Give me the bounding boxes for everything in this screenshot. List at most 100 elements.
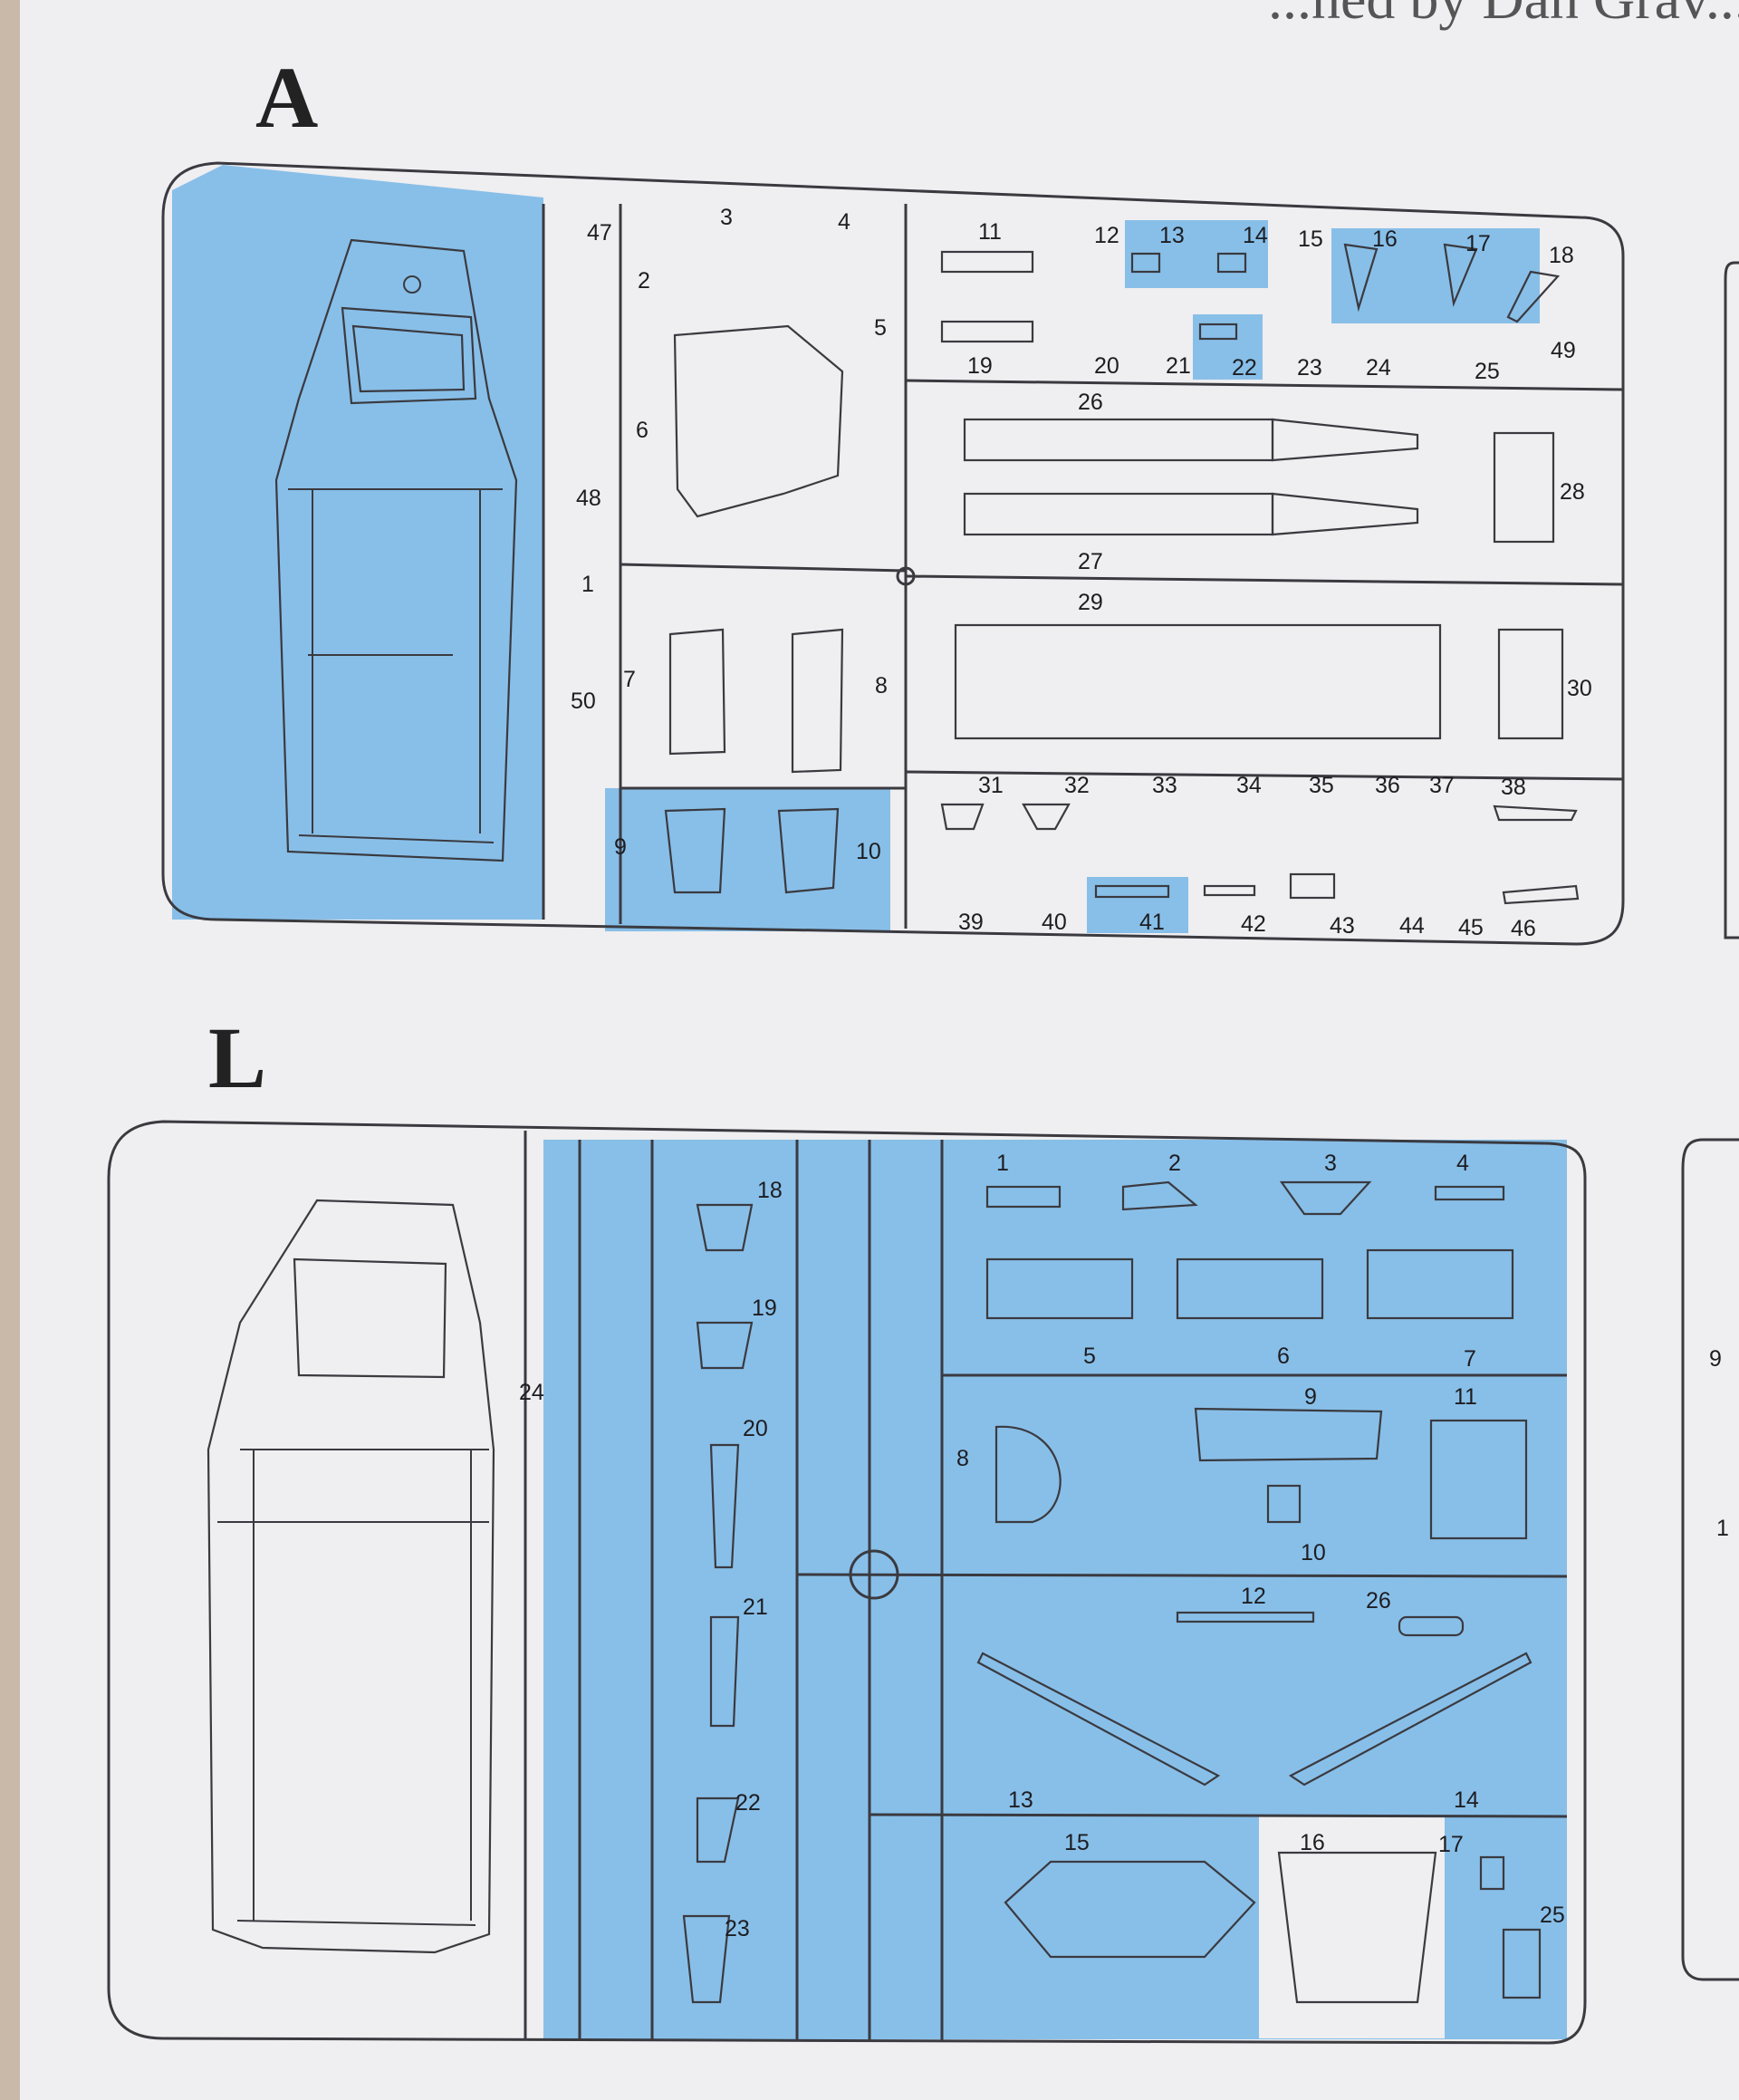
sprue-l-part-labels: 1 2 3 4 5 6 7 8 9 10 11 12 13 14 15 16 1… (519, 1151, 1565, 1941)
label-a-10: 10 (856, 839, 881, 864)
part-a29-outline (954, 623, 1442, 740)
label-a-46: 46 (1511, 916, 1536, 941)
sprue-a-parts-16-17-highlight (1331, 228, 1540, 323)
label-a-17: 17 (1465, 231, 1491, 256)
sprue-a-part-labels: 1 2 3 4 5 6 7 8 9 10 11 12 13 14 15 16 1… (571, 205, 1592, 941)
label-a-28: 28 (1560, 479, 1585, 505)
label-a-12: 12 (1094, 223, 1119, 248)
label-l-13: 13 (1008, 1787, 1033, 1813)
label-a-29: 29 (1078, 590, 1103, 615)
sprue-a-frame (161, 161, 1625, 946)
part-a9-outline (664, 807, 726, 894)
label-a-41: 41 (1139, 910, 1165, 935)
label-a-39: 39 (958, 910, 984, 935)
label-l-21: 21 (743, 1594, 768, 1620)
adjacent-sprue-fragments: 9 1 (1681, 261, 1739, 1981)
label-a-23: 23 (1297, 355, 1322, 381)
part-a8-outline (791, 628, 844, 774)
label-l-22: 22 (735, 1790, 761, 1816)
label-a-1: 1 (581, 572, 594, 597)
label-a-9: 9 (614, 834, 627, 860)
adjacent-label-1: 1 (1716, 1516, 1729, 1541)
sprue-l-hull-part (207, 1199, 495, 1954)
part-l12-outline (1176, 1611, 1315, 1623)
label-a-44: 44 (1399, 913, 1425, 939)
label-l-24: 24 (519, 1380, 544, 1405)
sprue-l-part-16-unhighlighted (1259, 1816, 1445, 2038)
label-l-4: 4 (1456, 1151, 1469, 1176)
label-a-34: 34 (1236, 773, 1262, 798)
part-l6-outline (1176, 1257, 1324, 1320)
label-l-10: 10 (1301, 1540, 1326, 1565)
label-a-50: 50 (571, 689, 596, 714)
label-a-32: 32 (1064, 773, 1090, 798)
part-l9-outline (1194, 1407, 1383, 1462)
label-a-31: 31 (978, 773, 1004, 798)
label-l-26: 26 (1366, 1588, 1391, 1614)
part-l3-outline (1279, 1180, 1372, 1216)
label-a-5: 5 (874, 315, 887, 341)
part-l15-outline (1004, 1860, 1256, 1959)
part-l4-outline (1434, 1185, 1505, 1201)
label-l-9: 9 (1304, 1384, 1317, 1410)
label-l-5: 5 (1083, 1344, 1096, 1369)
sprue-a-small-parts (664, 243, 1580, 905)
label-a-24: 24 (1366, 355, 1391, 381)
label-a-15: 15 (1298, 226, 1323, 252)
part-l2-outline (1121, 1180, 1198, 1211)
part-a10-outline (777, 807, 840, 894)
part-l8-outline (994, 1425, 1062, 1524)
label-a-21: 21 (1166, 353, 1191, 379)
label-l-8: 8 (956, 1446, 969, 1471)
label-l-20: 20 (743, 1416, 768, 1441)
label-a-7: 7 (623, 667, 636, 692)
label-a-26: 26 (1078, 390, 1103, 415)
paper-left-edge (0, 0, 20, 2100)
label-l-2: 2 (1168, 1151, 1181, 1176)
label-a-18: 18 (1549, 243, 1574, 268)
part-l22-figure (696, 1797, 740, 1864)
label-a-4: 4 (838, 209, 850, 235)
sprue-a-parts-9-10-highlight (605, 788, 890, 931)
adjacent-label-9: 9 (1709, 1346, 1722, 1372)
part-l18-figure (696, 1203, 754, 1252)
sprue-a-hull-part (274, 238, 518, 862)
label-a-20: 20 (1094, 353, 1119, 379)
label-a-11: 11 (978, 219, 1002, 245)
label-a-49: 49 (1551, 338, 1576, 363)
label-l-18: 18 (757, 1178, 783, 1203)
part-l23-figure (682, 1914, 731, 2004)
label-a-13: 13 (1159, 223, 1185, 248)
sprue-l-letter: L (208, 1009, 266, 1106)
label-l-23: 23 (725, 1916, 750, 1941)
label-a-43: 43 (1330, 913, 1355, 939)
label-a-48: 48 (576, 486, 601, 511)
part-a28-outline (1493, 431, 1555, 544)
sprue-l-small-parts (682, 1180, 1542, 2004)
part-l20-figure (709, 1443, 740, 1569)
label-a-27: 27 (1078, 549, 1103, 574)
label-a-14: 14 (1243, 223, 1268, 248)
label-l-11: 11 (1454, 1384, 1477, 1410)
part-l1-outline (985, 1185, 1062, 1209)
part-l10-outline (1266, 1484, 1302, 1524)
sprue-a-letter: A (255, 49, 318, 146)
label-l-25: 25 (1540, 1903, 1565, 1928)
sprue-a-hull-highlight (172, 165, 543, 920)
label-a-30: 30 (1567, 676, 1592, 701)
label-a-40: 40 (1042, 910, 1067, 935)
label-a-2: 2 (638, 268, 650, 294)
label-a-19: 19 (967, 353, 993, 379)
label-a-38: 38 (1501, 775, 1526, 800)
label-a-8: 8 (875, 673, 888, 698)
label-l-19: 19 (752, 1296, 777, 1321)
label-a-42: 42 (1241, 911, 1266, 937)
label-a-35: 35 (1309, 773, 1334, 798)
label-a-6: 6 (636, 418, 649, 443)
label-l-14: 14 (1454, 1787, 1479, 1813)
label-l-17: 17 (1438, 1832, 1464, 1857)
part-l7-outline (1366, 1248, 1514, 1320)
label-a-45: 45 (1458, 915, 1484, 940)
